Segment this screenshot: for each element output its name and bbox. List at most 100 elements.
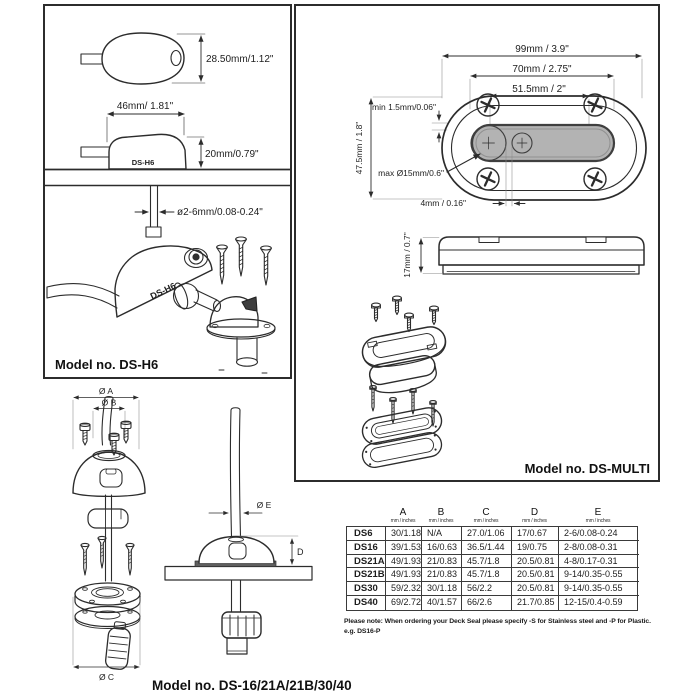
dsh6-exploded-view: DS-H6 [46,236,276,374]
dsh6-top-view: 28.50mm/1.12" [80,32,274,85]
table-cell-model: DS30 [347,582,386,596]
dim-min-gap-label: min 1.5mm/0.06" [372,102,436,112]
dim-height-label: 47.5mm / 1.8" [354,122,364,175]
table-cell: 69/2.72 [386,595,422,610]
dim-51mm-label: 51.5mm / 2" [512,84,566,95]
dsmulti-dimensions-top: 99mm / 3.9" 70mm / 2.75" 51.5mm / 2" min… [354,44,643,200]
table-cell: 9-14/0.35-0.55 [559,582,639,596]
unit-label: mm / inches [585,518,611,524]
caption-dsh6: Model no. DS-H6 [55,357,159,372]
table-cell: 40/1.57 [422,595,462,610]
dim-hole-gap-label: 4mm / 0.16" [420,198,466,208]
screw-icon [369,385,377,412]
phillips-screw-icon [476,93,500,117]
dim-max-cable-label: max Ø15mm/0.6" [378,168,444,178]
screw-icon [80,542,90,576]
table-cell: 19/0.75 [512,540,559,555]
flange [361,407,443,445]
table-cell: 59/2.32 [386,582,422,596]
screw-icon [404,312,414,333]
phillips-screw-icon [583,167,607,191]
panel-dsh6: 28.50mm/1.12" 46mm/ 1.81" DS-H6 20mm/0.7… [43,4,292,379]
table-cell: 2-8/0.08-0.31 [559,541,639,555]
dim-99mm-label: 99mm / 3.9" [515,44,569,55]
screw-icon [216,244,228,285]
dsseries-assembled-view: Ø E D [164,407,313,655]
dsh6-drawing: 28.50mm/1.12" 46mm/ 1.81" DS-H6 20mm/0.7… [45,32,290,374]
dim-c-label: Ø C [99,672,114,682]
table-cell: 27.0/1.06 [462,527,512,541]
table-cell: 20.5/0.81 [512,568,559,583]
screw-icon [120,420,132,444]
unit-label: mm / inches [522,518,547,524]
table-cell: 2-6/0.08-0.24 [559,527,639,541]
table-cell-model: DS21B [347,568,386,583]
caption-dsseries: Model no. DS-16/21A/21B/30/40 [152,678,352,693]
dim-top-height-label: 28.50mm/1.12" [206,54,274,65]
table-cell: 21/0.83 [422,568,462,583]
table-cell-model: DS40 [347,595,386,610]
dsh6-body-label: DS-H6 [132,158,155,167]
table-cell: 45.7/1.8 [462,554,512,569]
table-cell: 4-8/0.17-0.31 [559,555,639,569]
gland-nut [221,611,262,639]
table-cell: 49/1.93 [386,568,422,583]
unit-label: mm / inches [390,518,416,524]
table-cell: 30/1.18 [422,582,462,596]
table-cell: N/A [422,527,462,541]
dsh6-side-view: 46mm/ 1.81" DS-H6 20mm/0.79" [45,101,290,187]
unit-label: mm / inches [473,518,499,524]
dim-70mm-label: 70mm / 2.75" [512,64,572,75]
table-cell: 66/2.6 [462,595,512,610]
phillips-screw-icon [476,167,500,191]
screw-icon [125,542,135,576]
screw-icon [260,245,272,286]
rubber-block [368,354,437,394]
ordering-note: Please note: When ordering your Deck Sea… [344,617,656,637]
dsmulti-side-view: 17mm / 0.7" [402,232,645,278]
dsmulti-drawing: 99mm / 3.9" 70mm / 2.75" 51.5mm / 2" min… [354,44,647,468]
dim-d-label: D [297,547,304,557]
table-cell: 17/0.67 [512,527,559,541]
dsmulti-exploded-view [361,295,447,468]
dim-cable-label: ø2-6mm/0.08-0.24" [177,207,263,218]
table-cell-model: DS6 [347,527,386,541]
screw-icon [371,302,381,323]
deck-section [164,565,313,581]
table-cell: 39/1.53 [386,540,422,555]
table-cell: 12-15/0.4-0.59 [564,596,623,607]
note-line-2: e.g. DS16-P [344,627,381,635]
table-cell-model: DS16 [347,540,386,555]
table-cell: 21.7/0.85 [512,595,559,610]
dim-side-width-label: 46mm/ 1.81" [117,101,174,112]
unit-label: mm / inches [428,518,454,524]
dim-b-label: Ø B [102,398,117,408]
dsh6-exploded-label: DS-H6 [149,281,178,302]
screw-icon [235,236,247,277]
dsseries-drawing: Ø A Ø B [72,386,313,682]
table-cell: 20.5/0.81 [512,582,559,596]
table-cell: 30/1.18 [386,527,422,541]
caption-dsmulti: Model no. DS-MULTI [524,461,650,476]
table-cell: 16/0.63 [422,540,462,555]
screw-icon [392,295,402,316]
gasket [361,432,443,468]
dsmulti-top-view: max Ø15mm/0.6" 4mm / 0.16" [378,93,647,208]
note-line-1: Please note: When ordering your Deck Sea… [344,618,651,625]
spec-table-body: DS6 30/1.18 N/A 27.0/1.06 17/0.67 2-6/0.… [346,526,639,611]
table-cell: 21/0.83 [422,554,462,569]
table-cell: 9-14/0.35-0.55 [559,568,639,583]
cable-slot [470,123,616,163]
screw-icon [97,535,107,569]
screw-icon [79,422,91,446]
phillips-screw-icon [583,93,607,117]
table-cell-model: DS21A [347,554,386,569]
table-cell: 20.5/0.81 [512,554,559,569]
